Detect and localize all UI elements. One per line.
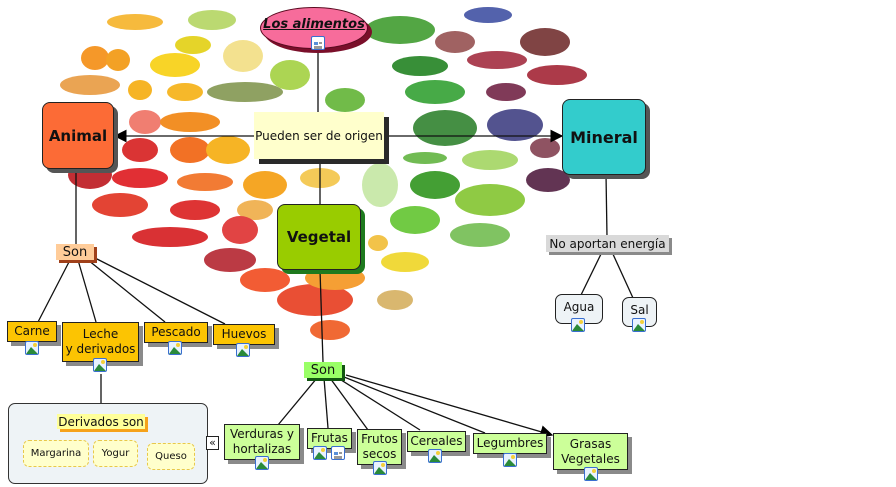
collapse-button[interactable]: « <box>206 436 219 450</box>
image-icon[interactable] <box>632 318 646 332</box>
derivados-item-yogur[interactable]: Yogur <box>93 440 138 467</box>
mineral-linker: No aportan energía <box>546 235 669 252</box>
hub-node[interactable]: Pueden ser de origen <box>254 112 384 159</box>
image-icon[interactable] <box>93 358 107 372</box>
title-label: Los alimentos <box>263 17 365 32</box>
image-icon[interactable] <box>428 449 442 463</box>
mineral-node[interactable]: Mineral <box>562 99 646 175</box>
image-icon[interactable] <box>571 318 585 332</box>
image-icon[interactable] <box>313 446 327 460</box>
animal-item-huevos[interactable]: Huevos <box>213 324 275 345</box>
vegetal-item-frutos-secos[interactable]: Frutos secos <box>357 429 402 465</box>
animal-label: Animal <box>48 126 108 145</box>
derivados-item-margarina[interactable]: Margarina <box>23 440 89 467</box>
image-icon[interactable] <box>584 467 598 481</box>
animal-linker-son: Son <box>56 244 94 260</box>
vegetal-item-legumbres[interactable]: Legumbres <box>473 433 547 454</box>
vegetal-item-frutas[interactable]: Frutas <box>307 428 352 449</box>
derivados-linker: Derivados son <box>57 414 145 429</box>
vegetal-label: Vegetal <box>286 228 352 246</box>
animal-item-leche[interactable]: Leche y derivados <box>62 322 139 362</box>
animal-item-carne[interactable]: Carne <box>7 321 57 342</box>
title-node[interactable]: Los alimentos <box>260 7 372 53</box>
image-icon[interactable] <box>373 461 387 475</box>
image-icon[interactable] <box>255 456 269 470</box>
document-icon[interactable] <box>311 36 325 50</box>
mineral-label: Mineral <box>570 127 638 147</box>
vegetal-item-cereales[interactable]: Cereales <box>407 431 466 452</box>
document-icon[interactable] <box>331 446 345 460</box>
hub-label: Pueden ser de origen <box>255 128 383 143</box>
image-icon[interactable] <box>25 341 39 355</box>
vegetal-item-grasas[interactable]: Grasas Vegetales <box>553 433 628 470</box>
vegetal-linker-son: Son <box>304 362 342 378</box>
animal-node[interactable]: Animal <box>42 102 114 169</box>
animal-item-pescado[interactable]: Pescado <box>144 322 208 343</box>
image-icon[interactable] <box>168 341 182 355</box>
derivados-item-queso[interactable]: Queso <box>147 443 195 470</box>
vegetal-item-verduras[interactable]: Verduras y hortalizas <box>224 424 300 460</box>
image-icon[interactable] <box>503 453 517 467</box>
image-icon[interactable] <box>236 343 250 357</box>
vegetal-node[interactable]: Vegetal <box>277 204 361 270</box>
